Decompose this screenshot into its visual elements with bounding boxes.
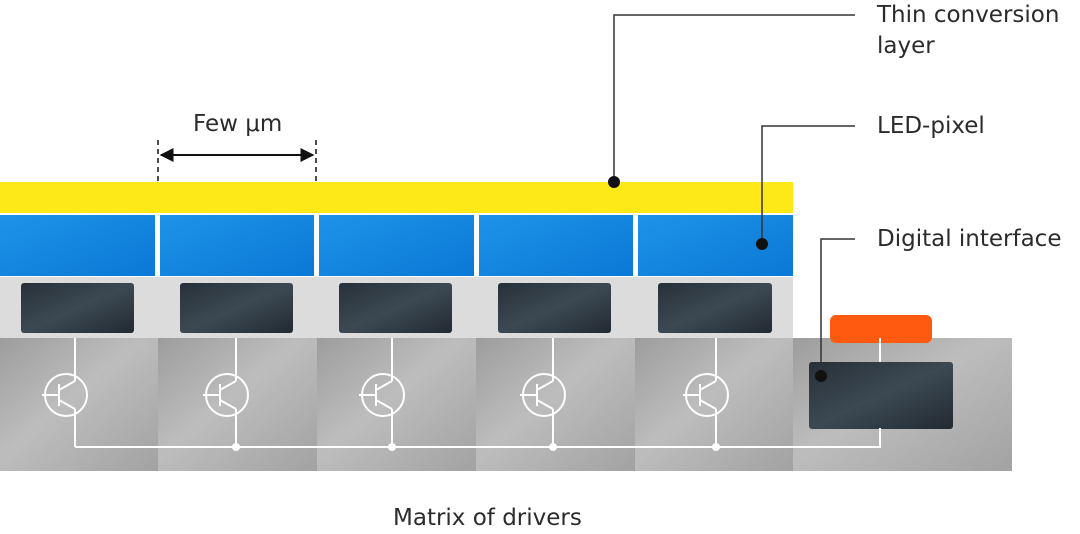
substrate-tile-1 (0, 338, 158, 471)
callout-line-conversion (613, 14, 855, 182)
pixel-chips (21, 283, 772, 333)
pixel-chip-4 (498, 283, 611, 333)
substrate-tile-3 (317, 338, 476, 471)
digital-pad (830, 315, 932, 343)
led-pixel-2 (160, 215, 314, 276)
substrate-tile-4 (476, 338, 635, 471)
callout-dot-conversion (608, 176, 620, 188)
pixel-chip-2 (180, 283, 293, 333)
wiring-junctions (232, 443, 720, 451)
pixel-chip-1 (21, 283, 134, 333)
transistor-icon-5 (683, 338, 729, 447)
callout-line-digital (820, 238, 855, 376)
label-thin-conversion-line2: layer (877, 33, 935, 59)
led-pixel-4 (479, 215, 633, 276)
transistor-icon-3 (359, 338, 405, 447)
label-matrix-of-drivers: Matrix of drivers (393, 505, 582, 531)
label-led-pixel: LED-pixel (877, 113, 985, 139)
digital-chip (809, 362, 953, 429)
callout-dot-digital (815, 370, 827, 382)
pixel-chip-3 (339, 283, 452, 333)
led-pixel-1 (0, 215, 155, 276)
substrate-tile-5 (635, 338, 793, 471)
callouts (613, 14, 855, 376)
label-dimension: Few μm (193, 111, 283, 137)
label-thin-conversion-layer: Thin conversion layer (877, 0, 1059, 62)
transistor-icon-2 (203, 338, 249, 447)
pixel-chip-5 (658, 283, 772, 333)
led-pixel-3 (319, 215, 474, 276)
callout-line-led (761, 125, 855, 244)
transistor-icon-1 (42, 338, 88, 447)
substrate-tile-2 (158, 338, 317, 471)
label-digital-interface: Digital interface (877, 226, 1062, 252)
dimension-marker (157, 140, 317, 182)
led-pixels (0, 215, 793, 276)
led-pixel-5 (638, 215, 793, 276)
transistor-icon-4 (520, 338, 566, 447)
label-thin-conversion-line1: Thin conversion (877, 2, 1060, 28)
callout-dots (608, 176, 827, 382)
callout-dot-led (756, 238, 768, 250)
driver-wiring (42, 338, 881, 448)
conversion-layer (0, 182, 793, 213)
